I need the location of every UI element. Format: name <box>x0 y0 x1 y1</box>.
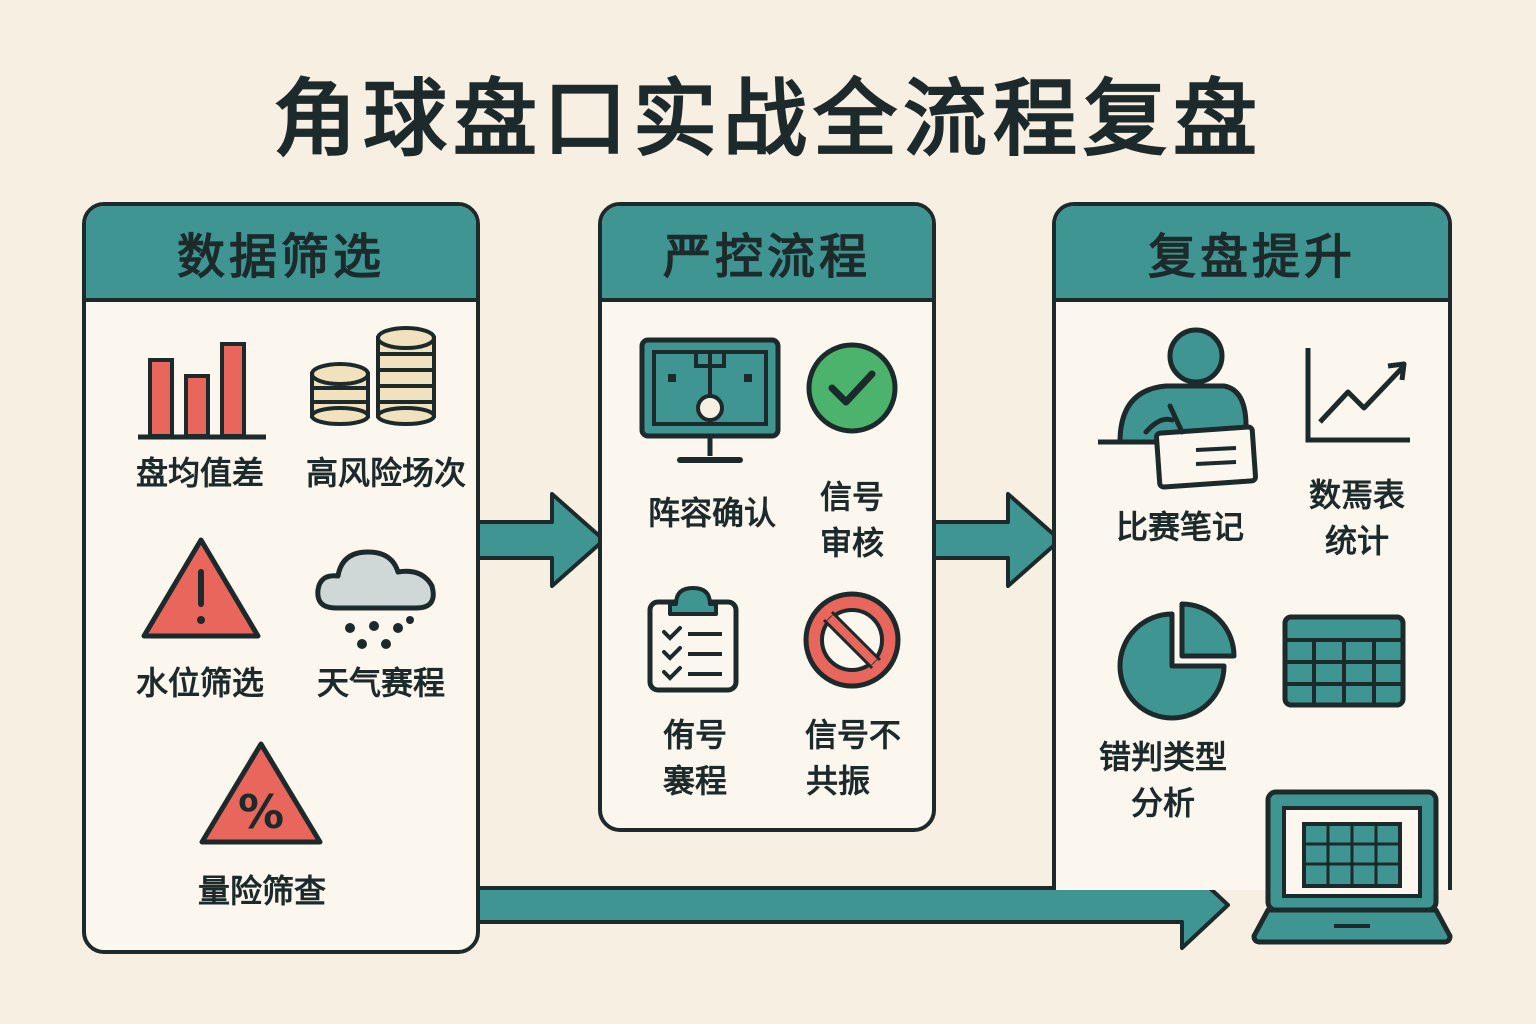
prohibited-icon <box>803 591 901 689</box>
label-error-line2: 分析 <box>1130 784 1195 822</box>
svg-text:%: % <box>238 785 284 839</box>
bar-chart-icon <box>138 342 266 440</box>
label-match-notes: 比赛笔记 <box>1115 508 1244 546</box>
label-signal-review-line1: 信号 <box>819 478 884 516</box>
label-error-line1: 错判类型 <box>1098 738 1227 776</box>
panel-header: 数据筛选 <box>86 206 476 302</box>
label-stats-line2: 统计 <box>1324 522 1389 560</box>
label-resonance-line1: 信号不 <box>804 716 901 754</box>
monitor-pitch-icon <box>639 337 781 463</box>
label-stats-line1: 数焉表 <box>1308 476 1405 514</box>
label-volume-risk: 量险筛查 <box>197 872 326 910</box>
panel-review-improve: 复盘提升 <box>1052 202 1452 890</box>
label-signal-review-line2: 审核 <box>819 524 884 562</box>
line-chart-icon <box>1305 348 1410 443</box>
label-avg-diff: 盘均值差 <box>135 454 264 492</box>
panel-strict-control: 严控流程 <box>598 202 936 832</box>
laptop-icon <box>1251 789 1453 945</box>
panel-header: 复盘提升 <box>1056 206 1448 302</box>
pie-chart-icon <box>1117 601 1237 721</box>
person-writing-icon <box>1098 327 1258 490</box>
clipboard-checklist-icon <box>647 586 739 693</box>
label-lineup-confirm: 阵容确认 <box>647 494 776 532</box>
rain-cloud-icon <box>315 549 436 649</box>
spreadsheet-icon <box>1282 614 1406 708</box>
arrow-filter-to-control <box>476 492 606 588</box>
label-fixture-line2: 褰程 <box>662 762 727 800</box>
label-resonance-line2: 共振 <box>805 762 870 800</box>
label-odds-filter: 水位筛选 <box>135 664 264 702</box>
label-high-risk: 高风险场次 <box>305 454 466 492</box>
panel-header: 严控流程 <box>602 206 932 302</box>
label-fixture-line1: 侑号 <box>662 716 727 754</box>
page-title: 角球盘口实战全流程复盘 <box>272 70 1263 168</box>
coin-stack-icon <box>310 326 436 426</box>
check-circle-icon <box>806 342 898 434</box>
arrow-control-to-review <box>932 492 1062 588</box>
percent-warning-icon: % <box>199 741 323 845</box>
label-weather-schedule: 天气赛程 <box>316 664 445 702</box>
warning-icon <box>141 537 261 639</box>
